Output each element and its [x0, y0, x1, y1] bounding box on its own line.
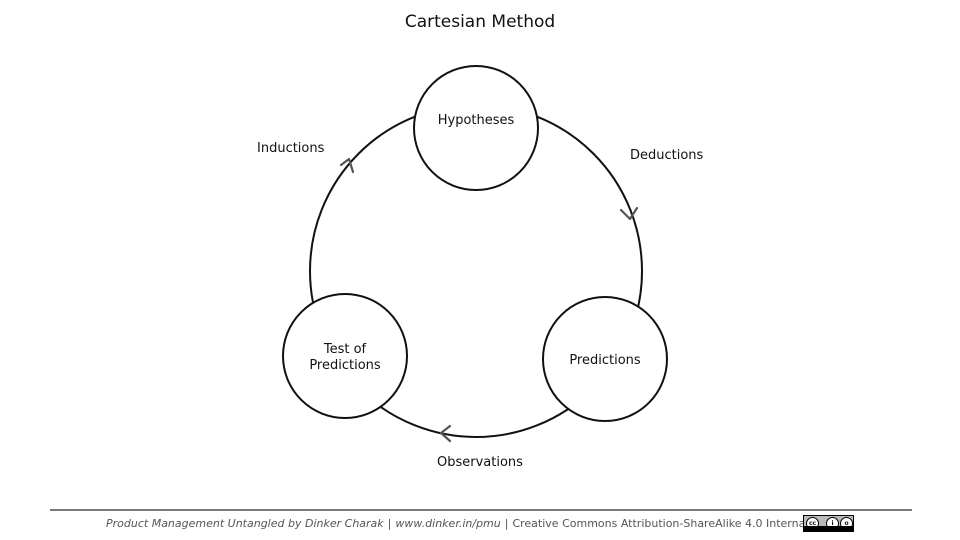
diagram-title: Cartesian Method	[404, 12, 556, 32]
node-test-of-predictions: Test of Predictions	[282, 293, 408, 419]
deductions-arrow-icon	[619, 206, 639, 221]
node-test-label-line2: Predictions	[309, 358, 381, 373]
footer-separator: |	[387, 517, 392, 530]
edge-label-deductions: Deductions	[630, 148, 704, 163]
footer-book-credit: Product Management Untangled by Dinker C…	[106, 517, 384, 530]
node-predictions: Predictions	[542, 296, 668, 422]
observations-arrow-icon	[439, 424, 452, 443]
footer-divider	[50, 509, 912, 511]
edge-label-inductions: Inductions	[257, 141, 325, 156]
cycle-diagram: Hypotheses Predictions Test of Predictio…	[257, 65, 704, 470]
footer-credits: Product Management Untangled by Dinker C…	[106, 517, 836, 530]
node-predictions-label: Predictions	[569, 353, 641, 368]
node-hypotheses: Hypotheses	[413, 65, 539, 191]
inductions-arrow-icon	[339, 157, 355, 174]
footer-license-text: Creative Commons Attribution-ShareAlike …	[512, 517, 837, 530]
node-hypotheses-label: Hypotheses	[438, 113, 515, 128]
node-test-label-line1: Test of	[323, 342, 367, 357]
footer-url-link[interactable]: www.dinker.in/pmu	[395, 517, 501, 530]
footer-separator: |	[504, 517, 509, 530]
cc-by-sa-badge-icon: cc i o	[803, 515, 854, 532]
edge-label-observations: Observations	[437, 455, 523, 470]
